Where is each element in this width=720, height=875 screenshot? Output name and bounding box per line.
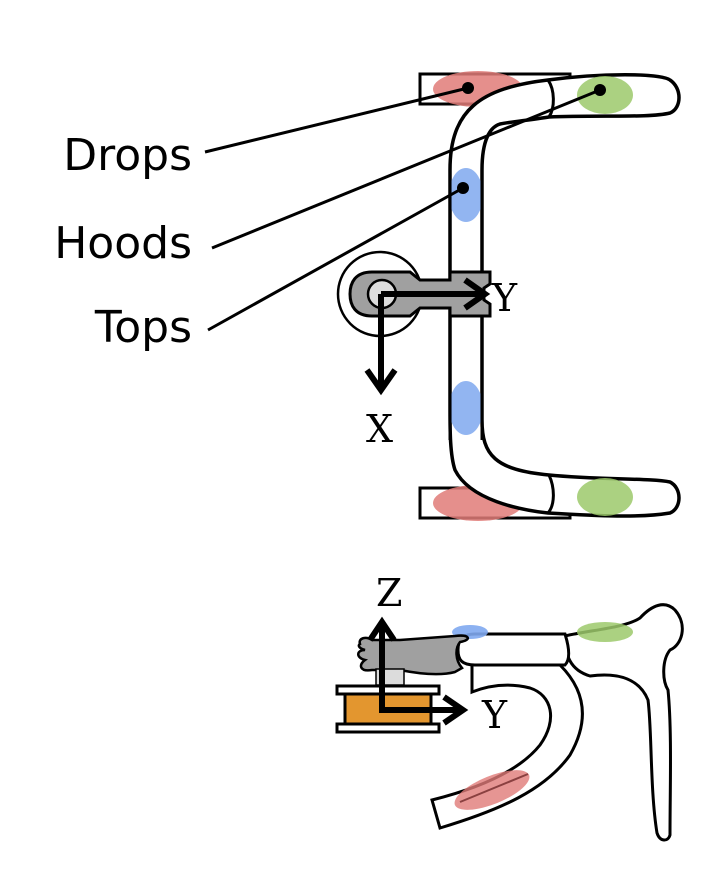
side-view-y-label: Y bbox=[481, 693, 508, 737]
mount-bottom-plate bbox=[335, 722, 441, 734]
bottom-hood-boundary bbox=[546, 474, 555, 514]
drops-leader-dot bbox=[462, 82, 474, 94]
drops-label: Drops bbox=[63, 130, 192, 181]
x-axis-arrowhead bbox=[364, 368, 398, 396]
tops-zone-upper bbox=[449, 168, 483, 222]
z-axis-arrowhead bbox=[367, 616, 397, 642]
side-drop-curve bbox=[430, 662, 584, 830]
top-view: Y X Drops Hoods Tops bbox=[54, 71, 681, 521]
hoods-zone-bottom bbox=[577, 478, 633, 516]
y-axis-arrowhead bbox=[463, 277, 491, 311]
handlebar-outline bbox=[448, 73, 681, 518]
side-drops-line bbox=[459, 773, 529, 803]
hoods-zone-top bbox=[577, 76, 633, 114]
side-stem-body bbox=[357, 634, 469, 676]
drops-leader-line bbox=[204, 86, 469, 154]
tops-label: Tops bbox=[94, 302, 192, 353]
tops-leader-line bbox=[207, 186, 464, 332]
side-y-axis-arrowhead bbox=[442, 694, 469, 726]
top-hood-boundary bbox=[546, 79, 555, 118]
side-hoods-zone bbox=[577, 622, 633, 642]
side-view-z-label: Z bbox=[376, 571, 402, 615]
side-hood-lever bbox=[563, 603, 684, 842]
tops-leader-dot bbox=[457, 182, 469, 194]
hoods-leader-line bbox=[211, 88, 601, 250]
hoods-label: Hoods bbox=[54, 218, 192, 269]
top-view-x-label: X bbox=[366, 407, 393, 451]
hoods-leader-dot bbox=[594, 84, 606, 96]
top-view-y-label: Y bbox=[491, 276, 518, 320]
side-view: Z Y bbox=[335, 571, 684, 842]
tops-zone-lower bbox=[449, 381, 483, 435]
